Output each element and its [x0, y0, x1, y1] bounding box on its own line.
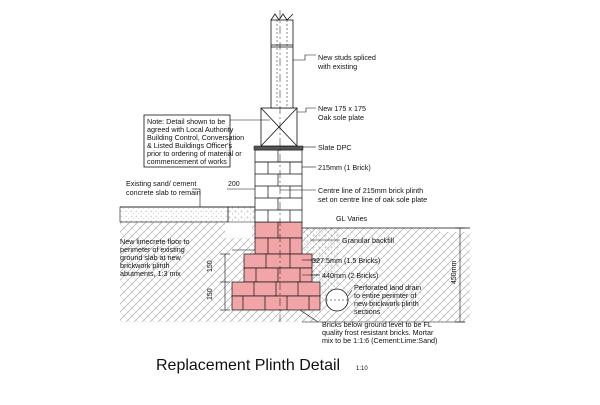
- slate-dpc-label: Slate DPC: [318, 143, 352, 152]
- note-line: Note: Detail shown to be: [147, 117, 225, 126]
- note-line: prior to ordering of material or: [147, 149, 242, 158]
- limecrete-infill: [227, 206, 256, 223]
- limecrete-label: brickwork plinth: [120, 261, 170, 270]
- land-drain-label: sections: [354, 307, 381, 316]
- dimension-text: 200 150 150 450mm: [207, 181, 458, 300]
- dimension-200: 200: [228, 181, 240, 188]
- dimension-150-lower: 150: [207, 288, 214, 300]
- note-line: & Listed Buildings Officer's: [147, 141, 233, 150]
- bricks-below-label: quality frost resistant bricks. Mortar: [322, 328, 434, 337]
- gl-varies-label: GL Varies: [336, 214, 368, 223]
- drawing-title-block: Replacement Plinth Detail 1:10: [156, 357, 368, 374]
- dimension-450: 450mm: [451, 260, 458, 284]
- slate-dpc-layer: [253, 145, 304, 151]
- brick-plinth-above-ground: [254, 149, 303, 223]
- brick-215-label: 215mm (1 Brick): [318, 163, 371, 172]
- perforated-land-drain: [325, 288, 349, 312]
- land-drain-label: Perforated land drain: [354, 283, 421, 292]
- existing-slab-label: concrete slab to remain: [126, 188, 201, 197]
- existing-slab-label: Existing sand/ cement: [126, 179, 196, 188]
- drawing-scale: 1:10: [356, 366, 368, 372]
- land-drain-label: to entire perimter of: [354, 291, 416, 300]
- leader-lines: [192, 54, 353, 323]
- new-studs-label: New studs spliced: [318, 53, 376, 62]
- dimension-150-upper: 150: [207, 260, 214, 272]
- note-line: agreed with Local Authority: [147, 125, 234, 134]
- new-studs-label: with existing: [317, 62, 357, 71]
- limecrete-label: ground slab at new: [120, 253, 182, 262]
- note-box: Note: Detail shown to be agreed with Loc…: [143, 114, 244, 168]
- existing-concrete-slab: [119, 206, 255, 223]
- sole-plate-label: Oak sole plate: [318, 113, 364, 122]
- note-line: commencement of works: [147, 157, 227, 166]
- brick-plinth-below-ground: [231, 221, 321, 311]
- centre-line-label: set on centre line of oak sole plate: [318, 195, 427, 204]
- note-line: Building Control, Conversation: [147, 133, 244, 142]
- sole-plate-label: New 175 x 175: [318, 104, 366, 113]
- limecrete-label: perimeter of existing: [120, 245, 185, 254]
- granular-backfill-label: Granular backfill: [342, 236, 394, 245]
- limecrete-label: New limecrete floor to: [120, 237, 190, 246]
- drawing-title: Replacement Plinth Detail: [156, 357, 340, 374]
- dimension-lines: [220, 161, 465, 323]
- limecrete-label: abutments, 1:3 mix: [120, 269, 181, 278]
- land-drain-label: new brickwork plinth: [354, 299, 419, 308]
- brick-327-label: 327.5mm (1.5 Bricks): [312, 256, 380, 265]
- bricks-below-label: mix to be 1:1:6 (Cement:Lime:Sand): [322, 336, 437, 345]
- callouts: New studs spliced with existing New 175 …: [120, 53, 437, 345]
- bricks-below-label: Bricks below ground level to be FL: [322, 320, 432, 329]
- brick-440-label: 440mm (2 Bricks): [322, 271, 378, 280]
- centre-line-label: Centre line of 215mm brick plinth: [318, 186, 423, 195]
- timber-stud: [270, 13, 294, 109]
- oak-sole-plate: [260, 107, 298, 147]
